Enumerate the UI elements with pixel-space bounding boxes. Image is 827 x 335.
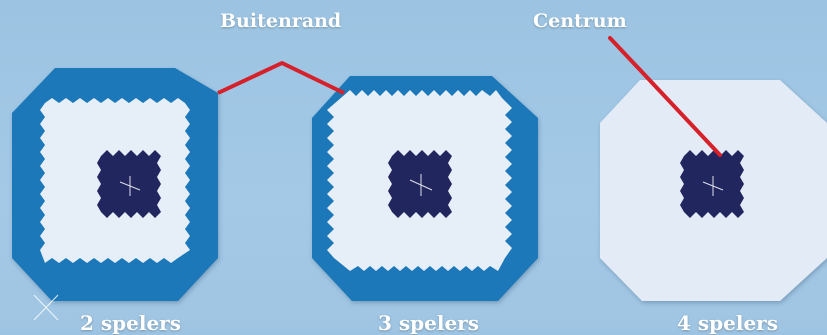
outer-edge-label: Buitenrand xyxy=(220,10,341,32)
board-2-players-label: 2 spelers xyxy=(80,311,181,335)
board-4-players-label: 4 spelers xyxy=(677,311,778,335)
board-2-center-block xyxy=(97,150,161,218)
center-label: Centrum xyxy=(533,10,627,32)
outer-edge-callout-line xyxy=(218,63,344,93)
board-3-players xyxy=(312,76,538,301)
board-3-players-label: 3 spelers xyxy=(378,311,479,335)
board-4-center-block xyxy=(680,150,744,218)
board-2-players xyxy=(12,68,218,301)
